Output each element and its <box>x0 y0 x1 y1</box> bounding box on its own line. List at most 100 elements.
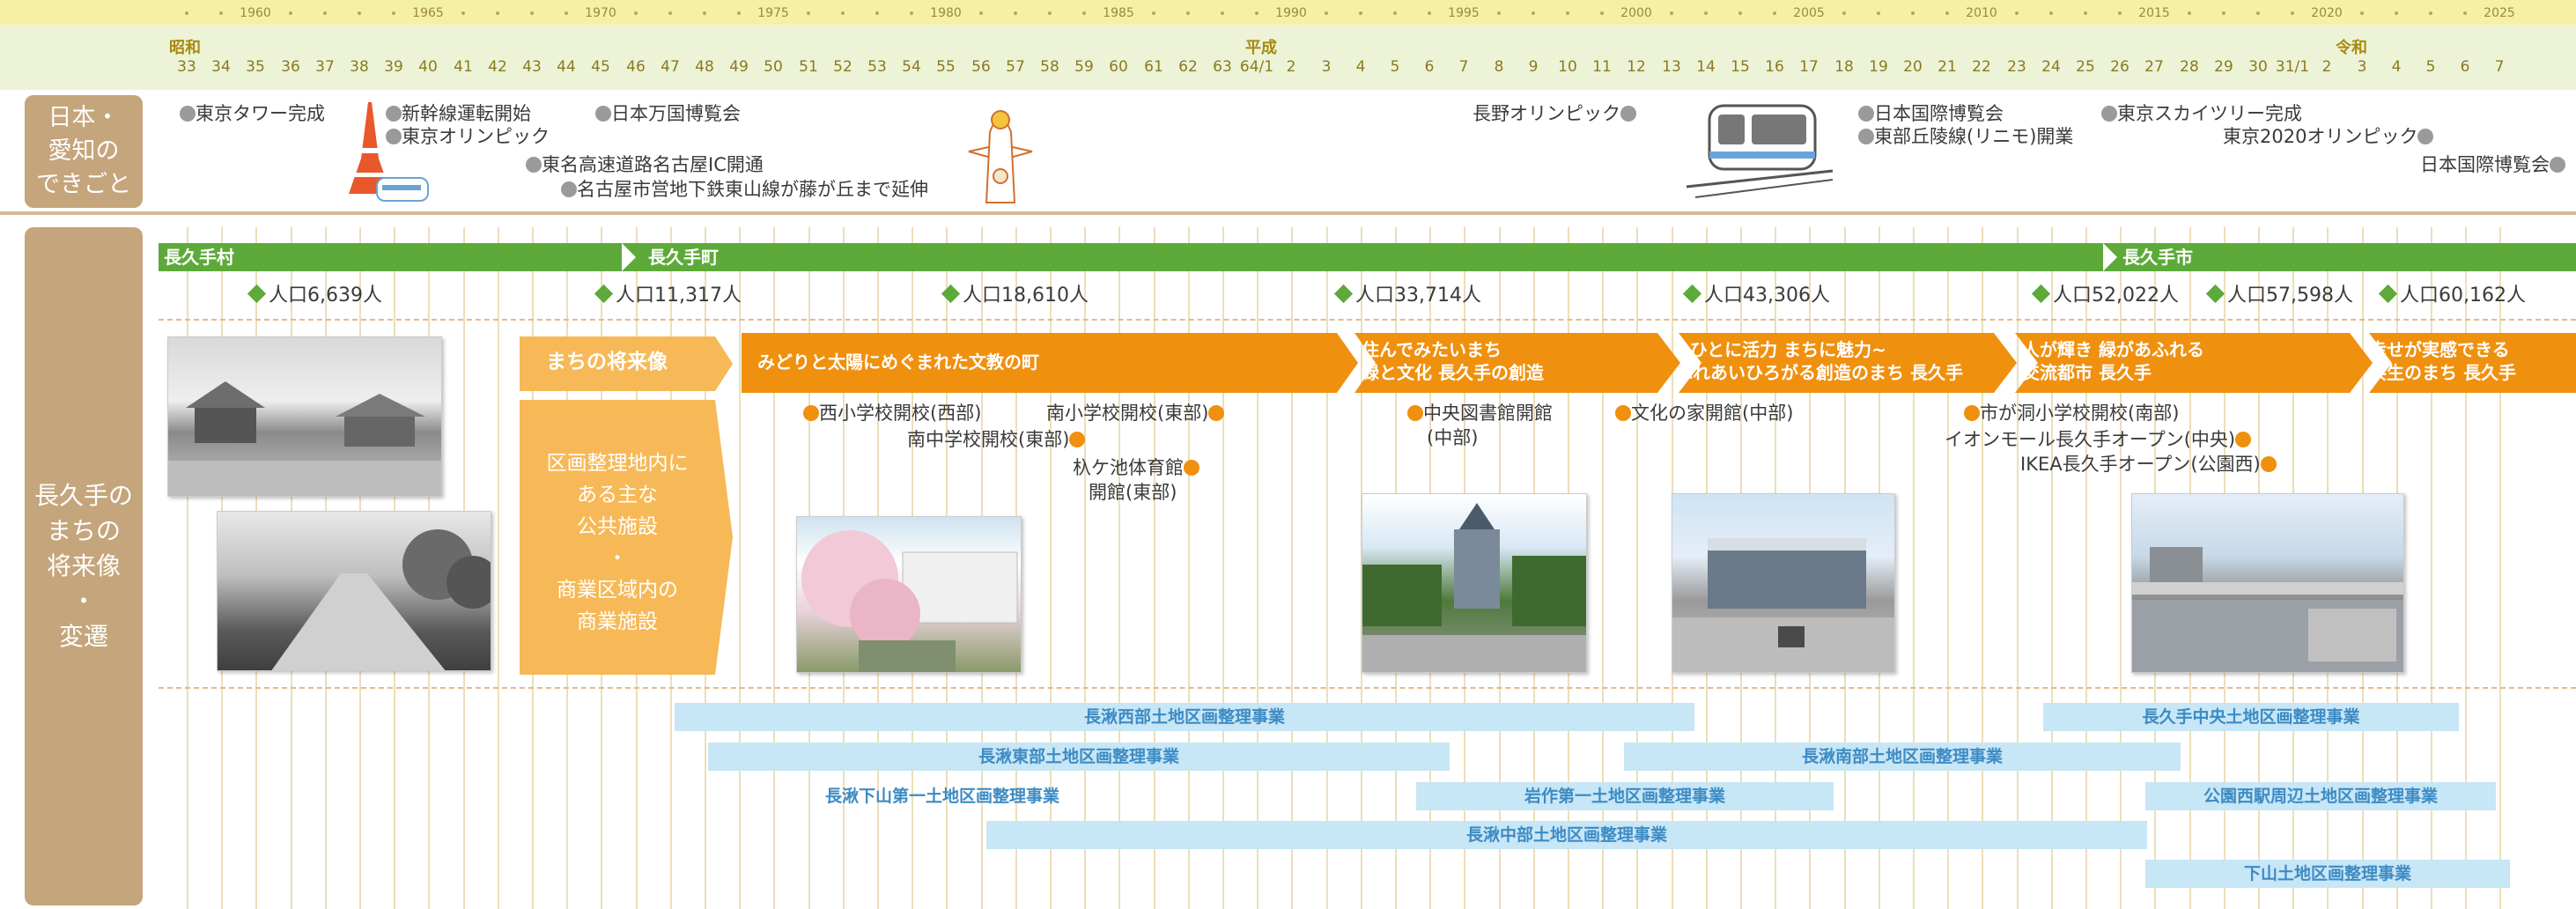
era-year-number: 37 <box>315 58 335 76</box>
grid-line <box>2465 227 2467 909</box>
year-tick-dot <box>841 11 845 15</box>
era-year-number: 3 <box>1321 58 1332 76</box>
event-dot <box>595 106 611 122</box>
year-tick-label: 1965 <box>412 6 444 20</box>
era-year-number: 10 <box>1558 58 1577 76</box>
era-year-number: 59 <box>1074 58 1094 76</box>
grid-line <box>1084 227 1086 909</box>
event-nagano: 長野オリンピック <box>1473 102 1636 125</box>
population-2020: 人口60,162人 <box>2378 284 2526 308</box>
era-year-number: 52 <box>833 58 853 76</box>
event-shinkansen: 新幹線運転開始 <box>386 102 531 125</box>
era-year-number: 34 <box>211 58 231 76</box>
year-tick-dot <box>1082 11 1086 15</box>
era-year-number: 31/1 <box>2275 58 2310 76</box>
facility-library: 中央図書館開館 <box>1407 402 1553 425</box>
era-year-number: 55 <box>936 58 956 76</box>
year-band <box>0 0 2576 25</box>
population-1980: 人口18,610人 <box>941 284 1089 308</box>
year-tick-label: 1970 <box>585 6 616 20</box>
year-tick-dot <box>2049 11 2053 15</box>
year-tick-label: 2020 <box>2311 6 2343 20</box>
population-marker <box>2031 284 2051 304</box>
era-year-number: 45 <box>591 58 610 76</box>
year-tick-dot <box>219 11 223 15</box>
grid-line <box>187 227 188 909</box>
photo-station-aerial <box>2131 493 2404 673</box>
grid-line <box>1602 227 1604 909</box>
era-year-number: 6 <box>1424 58 1435 76</box>
year-tick-dot <box>2015 11 2019 15</box>
year-tick-dot <box>2256 11 2260 15</box>
era-year-number: 43 <box>522 58 542 76</box>
era-year-number: 6 <box>2460 58 2470 76</box>
year-tick-label: 1975 <box>757 6 789 20</box>
grid-line <box>1636 227 1638 909</box>
era-year-number: 53 <box>867 58 887 76</box>
photo-central-library <box>1362 493 1587 673</box>
grid-line <box>739 227 741 909</box>
era-year-number: 44 <box>557 58 576 76</box>
linimo-train-illustration <box>1686 104 1834 198</box>
facility-dot <box>2260 456 2277 472</box>
grid-line <box>1188 227 1190 909</box>
year-tick-dot <box>358 11 361 15</box>
year-tick-label: 1960 <box>240 6 271 20</box>
project-nagakute-east: 長湫東部土地区画整理事業 <box>708 743 1450 771</box>
event-dot <box>2101 106 2117 122</box>
era-year-number: 14 <box>1696 58 1716 76</box>
era-year-number: 60 <box>1109 58 1128 76</box>
year-tick-dot <box>668 11 672 15</box>
event-linimo: 東部丘陵線(リニモ)開業 <box>1858 125 2073 148</box>
side-label-vision: 長久手の まちの 将来像 ・ 変遷 <box>25 227 143 905</box>
year-tick-dot <box>1566 11 1569 15</box>
year-tick-dot <box>807 11 810 15</box>
facilities-box-text: 区画整理地内に ある主な 公共施設 ・ 商業区域内の 商業施設 <box>546 452 689 633</box>
grid-line <box>1982 227 1983 909</box>
label-city: 長久手市 <box>2122 247 2193 268</box>
facility-dot <box>1069 432 1086 447</box>
year-tick-label: 2010 <box>1966 6 1997 20</box>
year-tick-dot <box>1600 11 1604 15</box>
era-band <box>0 25 2576 90</box>
year-tick-dot <box>2291 11 2294 15</box>
era-year-number: 51 <box>799 58 818 76</box>
era-year-number: 33 <box>177 58 196 76</box>
year-tick-label: 2025 <box>2484 6 2515 20</box>
population-marker <box>1682 284 1702 304</box>
era-year-number: 50 <box>764 58 783 76</box>
facility-aeon: イオンモール長久手オープン(中央) <box>1945 428 2252 451</box>
expo-tower-of-sun-illustration <box>968 110 1033 203</box>
era-year-number: 2 <box>2321 58 2332 76</box>
grid-line <box>1947 227 1949 909</box>
year-tick-dot <box>1842 11 1846 15</box>
event-dot <box>561 181 577 197</box>
population-marker <box>2205 284 2225 304</box>
era-year-number: 47 <box>661 58 680 76</box>
project-nagakute-south: 長湫南部土地区画整理事業 <box>1624 743 2181 771</box>
year-tick-dot <box>1532 11 1535 15</box>
era-year-number: 63 <box>1213 58 1232 76</box>
year-tick-dot <box>1704 11 1708 15</box>
event-higashiyama: 名古屋市営地下鉄東山線が藤が丘まで延伸 <box>561 178 928 201</box>
facility-akigaike-2: 開館(東部) <box>1089 482 1177 503</box>
grid-line <box>2017 227 2019 909</box>
year-tick-dot <box>979 11 983 15</box>
project-nagakute-central: 長久手中央土地区画整理事業 <box>2043 703 2459 731</box>
era-year-number: 42 <box>488 58 507 76</box>
era-year-number: 54 <box>902 58 921 76</box>
era-year-number: 8 <box>1494 58 1504 76</box>
era-year-number: 4 <box>1355 58 1366 76</box>
era-year-number: 24 <box>2041 58 2061 76</box>
year-tick-dot <box>530 11 534 15</box>
year-tick-dot <box>1428 11 1431 15</box>
population-1959: 人口6,639人 <box>247 284 382 308</box>
year-tick-dot <box>1048 11 1052 15</box>
era-year-number: 22 <box>1972 58 1991 76</box>
grid-line <box>2499 227 2501 909</box>
event-dot <box>1858 106 1874 122</box>
year-tick-label: 2000 <box>1620 6 1652 20</box>
divider-dashed-2 <box>159 687 2576 689</box>
era-year-number: 15 <box>1731 58 1750 76</box>
